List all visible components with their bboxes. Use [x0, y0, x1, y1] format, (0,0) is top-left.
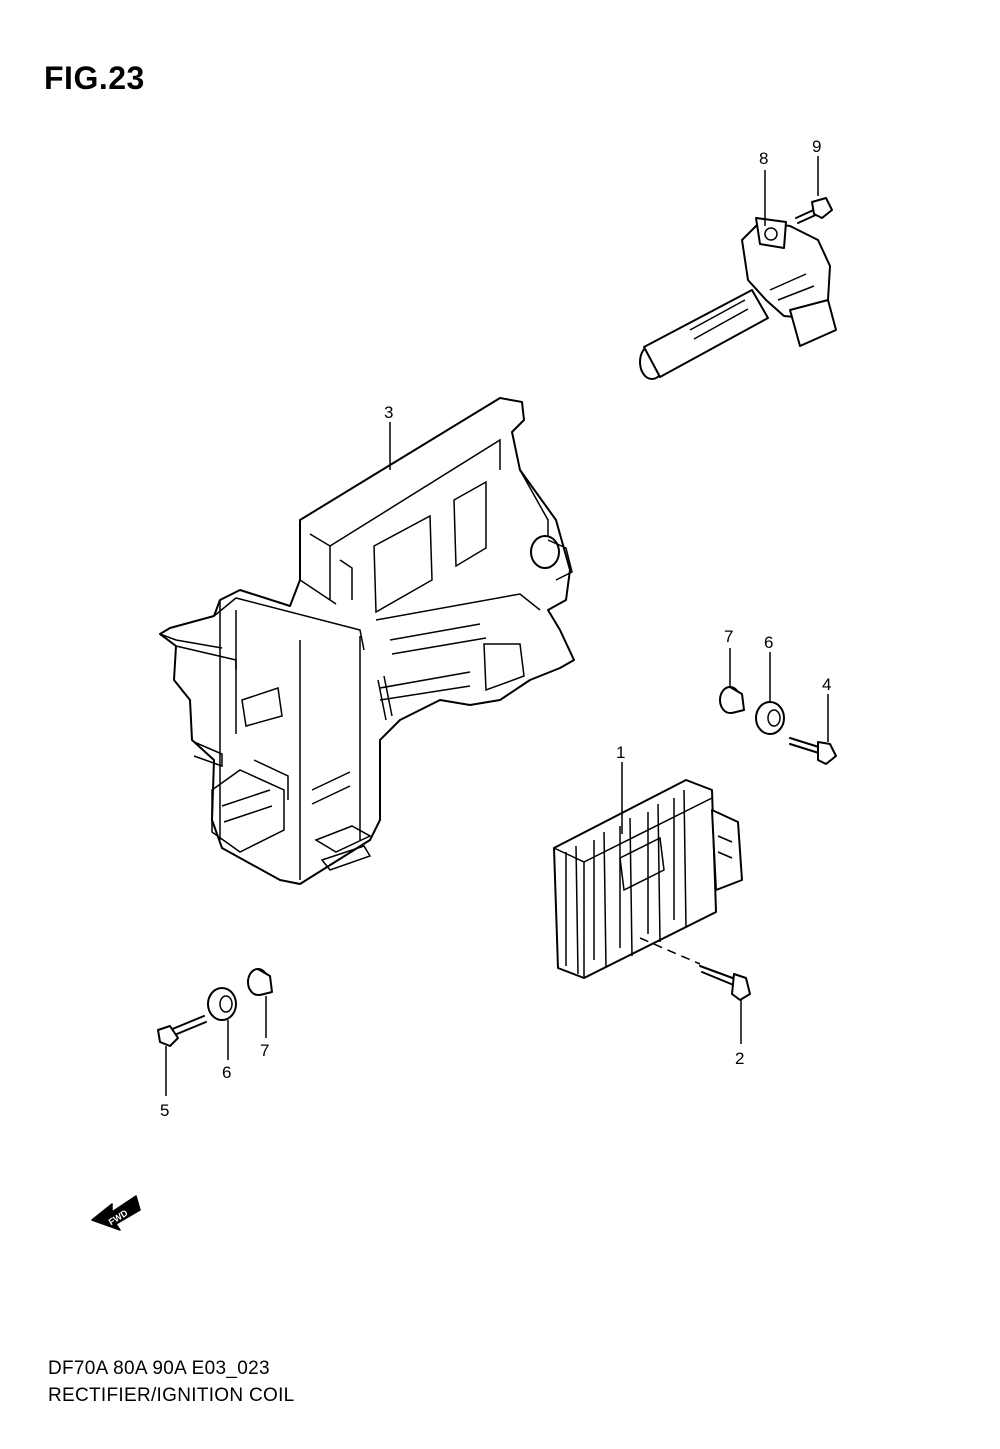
coil-bolt — [795, 197, 833, 224]
callout-7-right: 7 — [724, 627, 733, 646]
bolt-right — [789, 737, 837, 765]
collar-left — [247, 968, 273, 996]
callout-3: 3 — [384, 403, 393, 422]
ignition-coil — [639, 217, 837, 380]
callout-6-left: 6 — [222, 1063, 231, 1082]
callout-5: 5 — [160, 1101, 169, 1120]
fwd-arrow-icon: FWD — [91, 1195, 141, 1231]
section-name: RECTIFIER/IGNITION COIL — [48, 1385, 295, 1406]
bolt-left — [157, 1015, 207, 1047]
rectifier-regulator — [553, 779, 743, 979]
figure-title: FIG.23 — [44, 60, 145, 96]
leader-lines — [165, 156, 829, 1096]
callout-1: 1 — [616, 743, 625, 762]
callout-labels: 1 2 3 4 5 6 6 7 7 8 9 — [160, 137, 831, 1120]
model-code: DF70A 80A 90A E03_023 — [48, 1358, 270, 1379]
callout-9: 9 — [812, 137, 821, 156]
callout-6-right: 6 — [764, 633, 773, 652]
electrical-bracket — [159, 397, 575, 885]
callout-7-left: 7 — [260, 1041, 269, 1060]
callout-2: 2 — [735, 1049, 744, 1068]
rectifier-bolt — [639, 937, 751, 1001]
callout-8: 8 — [759, 149, 768, 168]
grommet-right — [755, 701, 785, 735]
callout-4: 4 — [822, 675, 831, 694]
grommet-left — [207, 987, 237, 1021]
collar-right — [719, 686, 745, 714]
